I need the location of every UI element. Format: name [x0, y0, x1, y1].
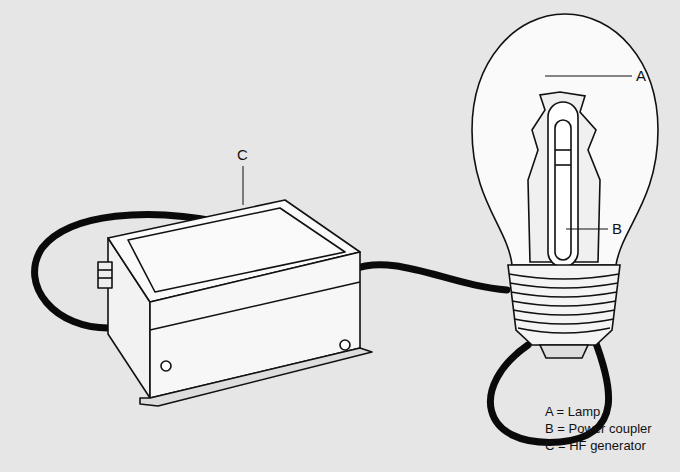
- mounting-tab: [140, 348, 372, 406]
- callout-letter: C: [237, 146, 248, 163]
- screw: [340, 340, 350, 350]
- screw: [161, 361, 171, 371]
- terminal-line: [98, 269, 112, 271]
- leader-line: [566, 229, 608, 230]
- base-contact: [540, 345, 588, 358]
- hf-generator: [98, 200, 372, 406]
- key-text: A = Lamp: [545, 405, 600, 420]
- thread: [513, 310, 615, 315]
- lamp-base: [508, 265, 620, 345]
- callout-letter: A: [636, 67, 646, 84]
- thread: [514, 319, 614, 324]
- key-text: B = Power coupler: [545, 422, 652, 437]
- key-text: C = HF generator: [545, 439, 646, 454]
- coupler-core: [555, 120, 571, 260]
- coupler-detail: [555, 149, 571, 151]
- leader-line: [243, 166, 244, 205]
- thread: [512, 301, 616, 306]
- coupler-detail: [555, 164, 571, 166]
- screw-thread: [509, 274, 619, 333]
- thread: [510, 283, 618, 288]
- thread: [511, 292, 617, 297]
- box-edge: [150, 282, 360, 330]
- thread: [509, 274, 619, 279]
- thread: [518, 328, 610, 333]
- leader-line: [545, 76, 632, 77]
- power-coupler: [548, 102, 578, 267]
- terminal-line: [98, 277, 112, 279]
- leader-lines: [243, 76, 632, 229]
- terminal-block: [98, 262, 112, 288]
- cable: [352, 265, 507, 290]
- callout-letter: B: [612, 220, 622, 237]
- lamp: [472, 14, 658, 358]
